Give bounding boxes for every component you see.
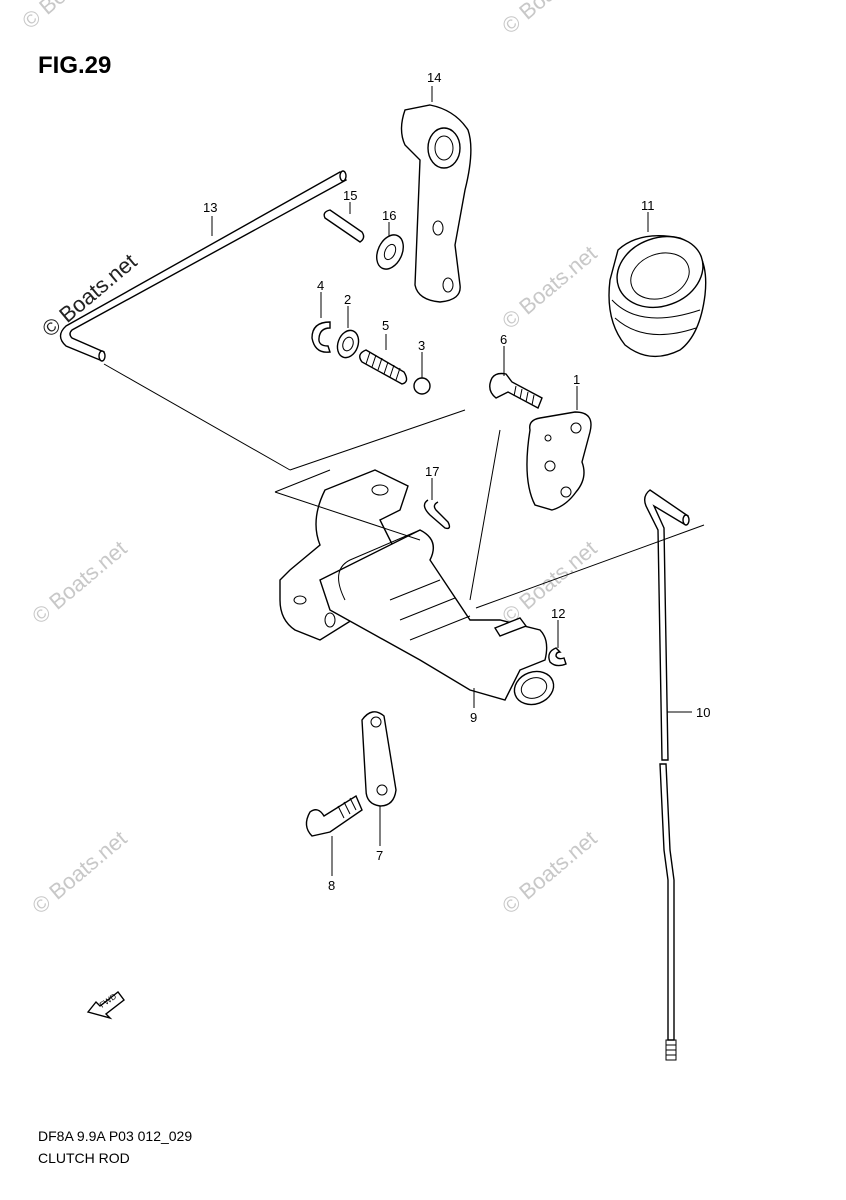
callout-6: 6 (500, 332, 507, 347)
callout-1: 1 (573, 372, 580, 387)
part-9-shaft (279, 469, 555, 706)
part-4-snap-ring (311, 321, 331, 353)
part-5-spring (359, 349, 408, 385)
part-16-washer (376, 234, 404, 270)
part-17-clip (423, 499, 451, 530)
callout-3: 3 (418, 338, 425, 353)
callout-8: 8 (328, 878, 335, 893)
part-14-lever (400, 104, 472, 303)
part-6-bolt (489, 372, 543, 409)
part-1-plate (526, 411, 592, 511)
watermark: © Boats.net (27, 536, 131, 629)
callout-7: 7 (376, 848, 383, 863)
figure-name: CLUTCH ROD (38, 1150, 130, 1166)
callout-2: 2 (344, 292, 351, 307)
part-11-grommet (608, 235, 707, 358)
callout-12: 12 (551, 606, 565, 621)
part-15-pin (323, 209, 365, 243)
watermark: © Boats.net (27, 826, 131, 919)
watermarks: © Boats.net © Boats.net © Boats.net © Bo… (17, 0, 601, 919)
callout-15: 15 (343, 188, 357, 203)
part-13-rod (59, 170, 348, 362)
part-3-ball (413, 377, 431, 395)
part-7-link (361, 711, 397, 807)
part-10-rod (643, 489, 690, 1061)
callout-13: 13 (203, 200, 217, 215)
callouts: 14 13 15 16 11 4 2 5 3 6 1 17 12 9 10 7 … (203, 70, 710, 893)
watermark: © Boats.net (17, 0, 121, 34)
part-8-bolt (305, 794, 363, 837)
callout-16: 16 (382, 208, 396, 223)
part-2-washer (336, 329, 360, 359)
part-12-snap-ring (548, 647, 567, 667)
callout-11: 11 (641, 198, 655, 213)
leader-lines (103, 86, 705, 876)
callout-9: 9 (470, 710, 477, 725)
callout-17: 17 (425, 464, 439, 479)
fwd-arrow: FWD (86, 991, 125, 1020)
figure-code: DF8A 9.9A P03 012_029 (38, 1128, 193, 1144)
watermark: © Boats.net (497, 241, 601, 334)
watermark: © Boats.net (497, 826, 601, 919)
callout-10: 10 (696, 705, 710, 720)
callout-5: 5 (382, 318, 389, 333)
figure-title: FIG.29 (38, 52, 112, 79)
watermark: © Boats.net (497, 0, 601, 39)
callout-14: 14 (427, 70, 441, 85)
watermark: © Boats.net (497, 536, 601, 629)
callout-4: 4 (317, 278, 324, 293)
